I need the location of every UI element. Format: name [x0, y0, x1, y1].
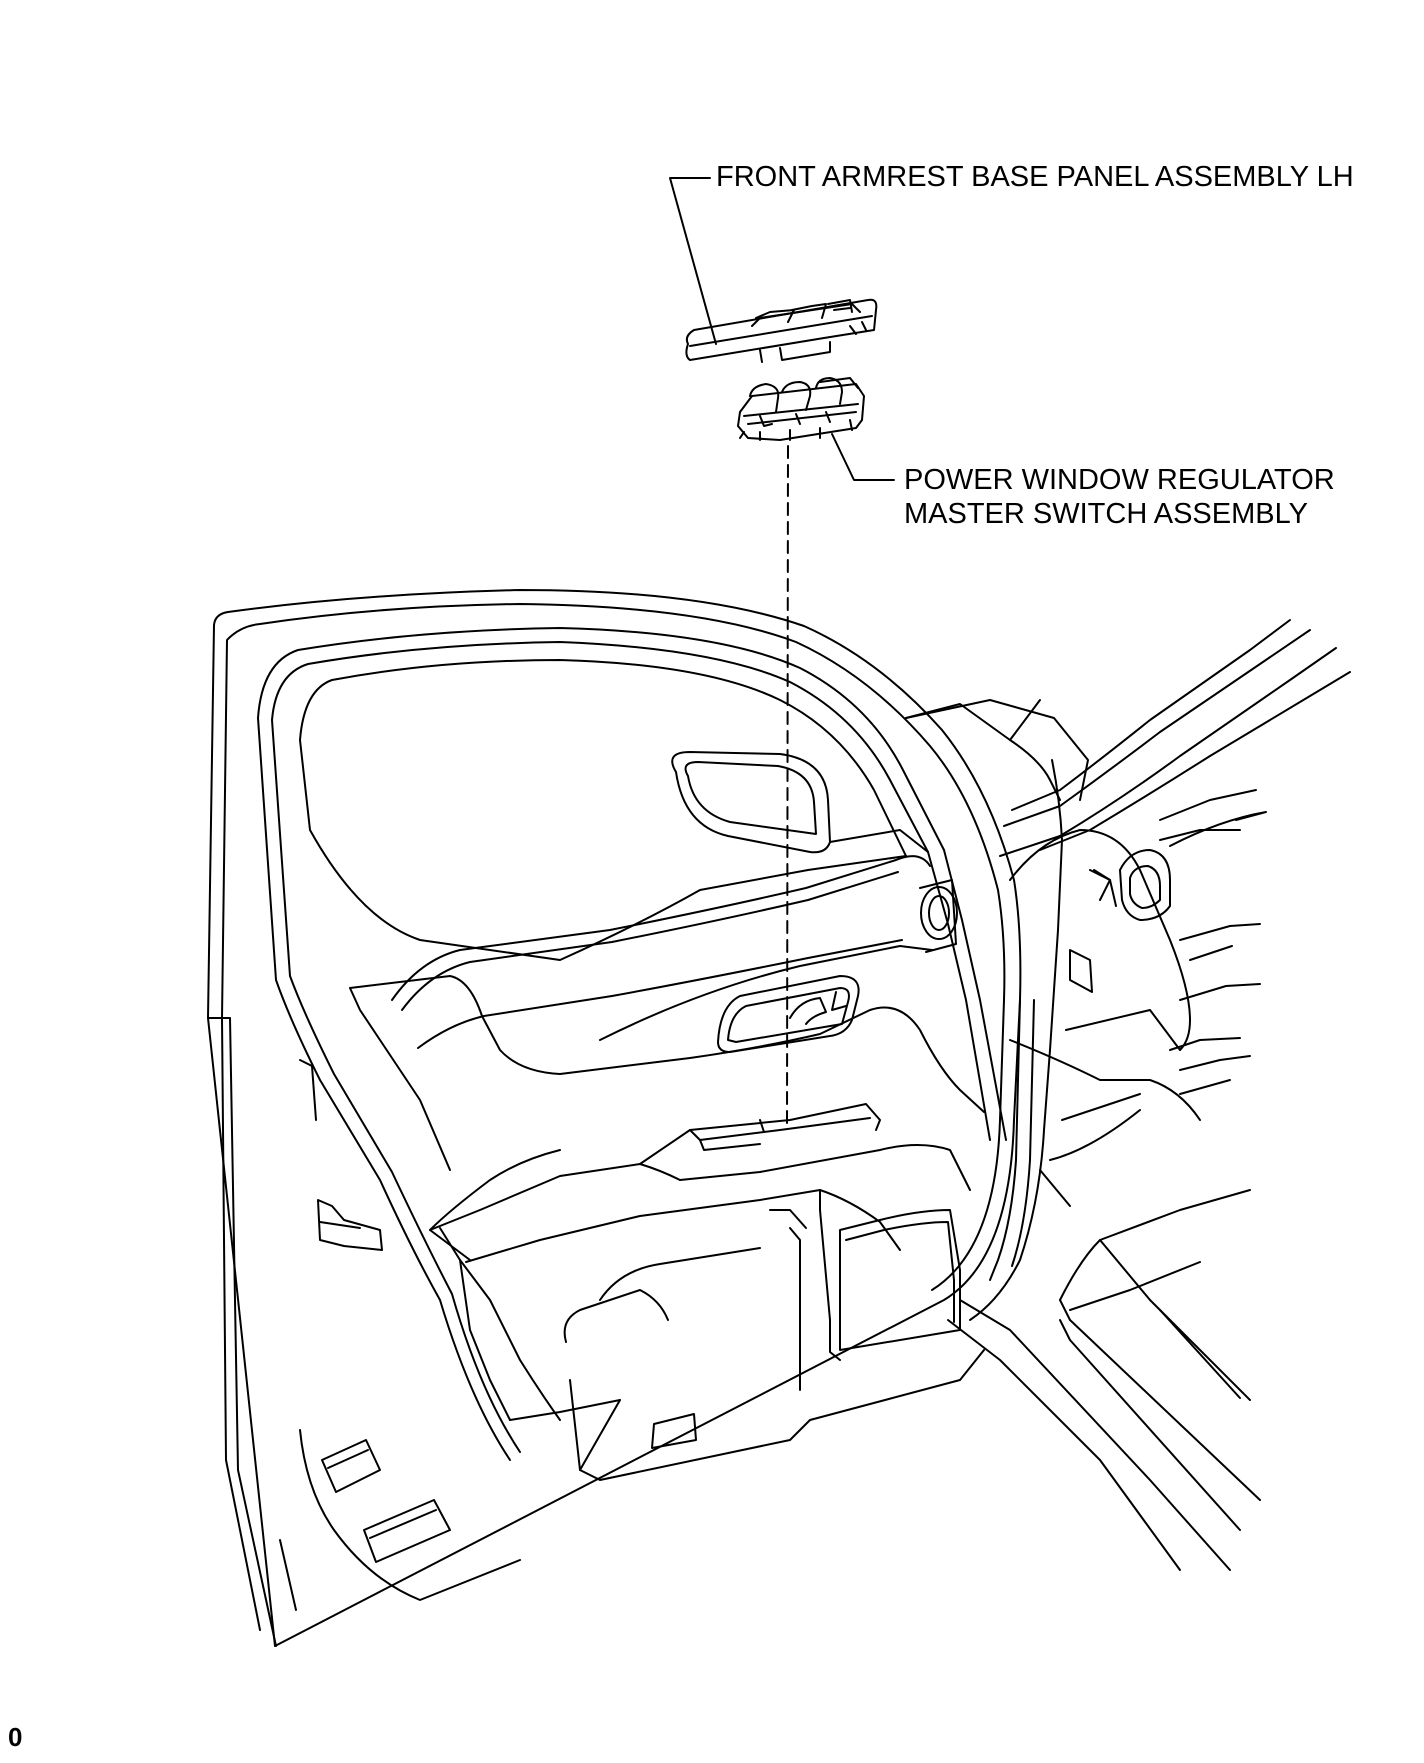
inside-door-handle — [718, 976, 859, 1052]
door-outer-frame — [208, 590, 1020, 1646]
door-armrest-area — [300, 976, 984, 1480]
car-body-interior — [906, 620, 1350, 1570]
door-lower-shell — [280, 1200, 520, 1610]
window-frame — [258, 628, 1006, 1460]
master-switch-part — [738, 378, 864, 440]
install-position-dashed-line — [787, 446, 788, 1126]
switch-leader-line — [832, 434, 894, 480]
door-hinge-edge — [970, 760, 1062, 1320]
tweeter-speaker — [921, 887, 957, 939]
armrest-leader-line — [670, 178, 716, 344]
master-switch-callout-line1: POWER WINDOW REGULATOR — [904, 464, 1335, 496]
side-mirror — [672, 752, 928, 852]
armrest-panel-callout: FRONT ARMREST BASE PANEL ASSEMBLY LH — [716, 161, 1354, 193]
figure-code: 0 — [8, 1722, 23, 1752]
door-trim-upper — [392, 856, 957, 1048]
leader-lines — [670, 178, 894, 1126]
armrest-base-panel-part — [686, 300, 876, 362]
master-switch-callout-line2: MASTER SWITCH ASSEMBLY — [904, 498, 1308, 530]
